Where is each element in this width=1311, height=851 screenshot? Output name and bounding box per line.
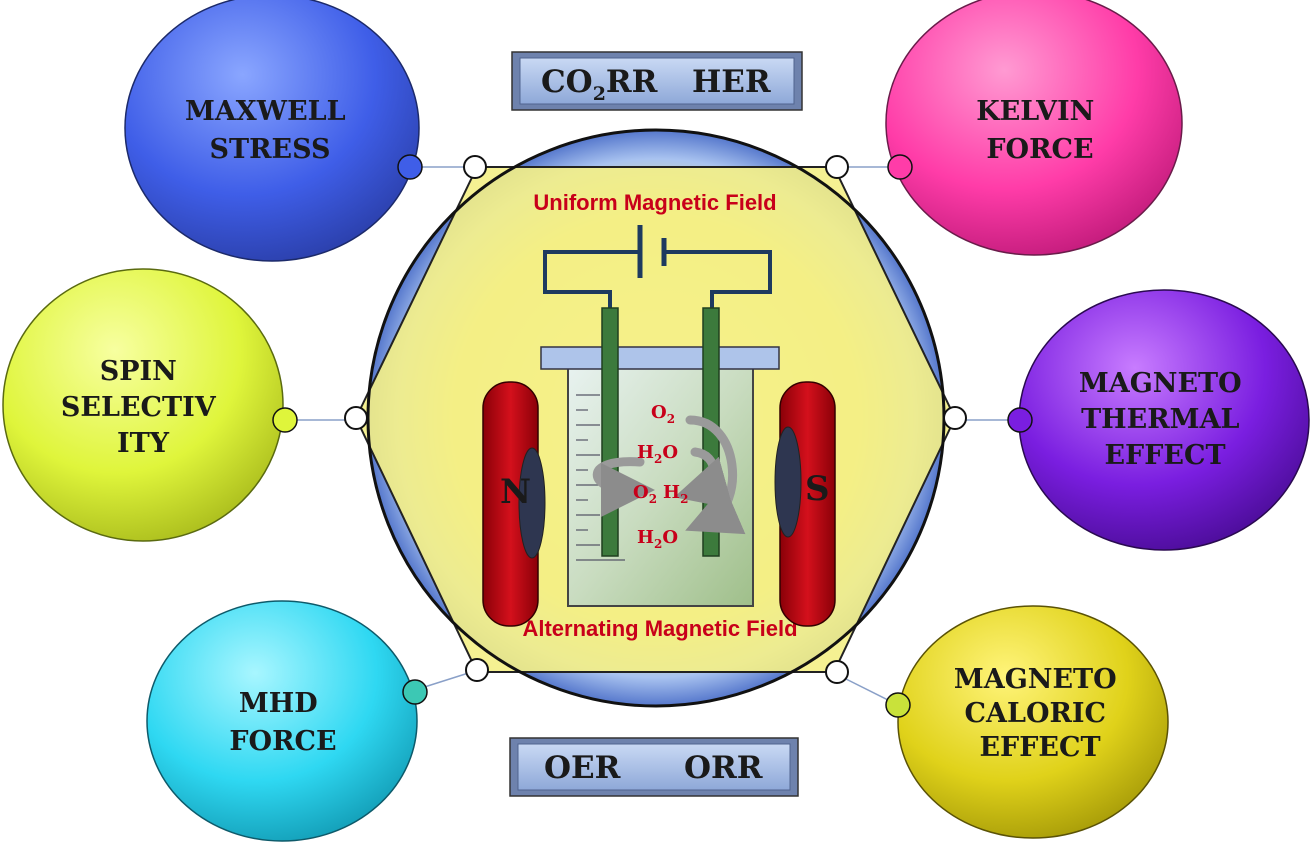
effect-spin-selectivity: SPIN SELECTIV ITY — [2, 268, 298, 542]
thermal-line-1: MAGNETO — [1079, 368, 1242, 399]
mhd-line-2: FORCE — [229, 726, 336, 757]
caloric-connector-dot — [885, 692, 911, 718]
spin-line-3: ITY — [117, 428, 170, 459]
caloric-line-3: EFFECT — [979, 732, 1100, 763]
uniform-field-label: Uniform Magnetic Field — [533, 190, 776, 215]
effect-kelvin-force: KELVIN FORCE — [885, 0, 1183, 256]
species-o2-top: O2 — [651, 402, 675, 426]
thermal-connector-dot — [1007, 407, 1033, 433]
maxwell-line-2: STRESS — [209, 134, 330, 165]
top-box-text-her: HER — [692, 64, 771, 100]
effect-mhd-force: MHD FORCE — [146, 600, 428, 842]
maxwell-connector-dot — [397, 154, 423, 180]
thermal-line-2: THERMAL — [1081, 404, 1239, 435]
alternating-field-label: Alternating Magnetic Field — [522, 616, 797, 641]
magnet-south: S — [774, 381, 836, 627]
svg-text:MAGNETO THERMAL EF: MAGNETO THERMAL EFFECT — [1079, 368, 1251, 471]
magnet-s-label: S — [805, 469, 830, 509]
reaction-arrows — [592, 415, 746, 535]
mhd-line-1: MHD — [239, 688, 318, 719]
top-reaction-box: CO2RR HER — [511, 51, 803, 111]
svg-text:MAXWELL STRESS: MAXWELL STRESS — [185, 96, 355, 165]
spin-line-2: SELECTIV — [61, 392, 217, 423]
svg-text:KELVIN FORCE: KELVIN FORCE — [976, 96, 1104, 165]
species-h2o-lower: H2O — [637, 527, 678, 551]
bottom-box-text-orr: ORR — [684, 750, 763, 786]
spin-line-1: SPIN — [100, 356, 177, 387]
thermal-line-3: EFFECT — [1104, 440, 1225, 471]
magnet-n-label: N — [500, 472, 531, 512]
effect-maxwell-stress: MAXWELL STRESS — [124, 0, 423, 262]
svg-text:MAGNETO CALORIC EF: MAGNETO CALORIC EFFECT — [954, 664, 1126, 763]
hexagon-vertex-dots — [344, 155, 967, 684]
magnet-north: N — [482, 381, 546, 627]
mhd-connector-dot — [402, 679, 428, 705]
bottom-reaction-box: OER ORR — [509, 737, 799, 797]
svg-text:MHD FORCE: MHD FORCE — [229, 688, 336, 757]
maxwell-line-1: MAXWELL — [185, 96, 346, 127]
caloric-line-2: CALORIC — [965, 698, 1107, 729]
kelvin-connector-dot — [887, 154, 913, 180]
top-box-text-co2rr: CO2RR — [541, 64, 658, 105]
circuit-wire — [543, 225, 772, 310]
svg-text:SPIN SELECTIV ITY: SPIN SELECTIV ITY — [61, 356, 225, 459]
kelvin-line-2: FORCE — [986, 134, 1093, 165]
spin-connector-dot — [272, 407, 298, 433]
effect-magneto-thermal: MAGNETO THERMAL EFFECT — [1007, 289, 1310, 551]
beaker — [540, 346, 780, 607]
caloric-line-1: MAGNETO — [954, 664, 1117, 695]
kelvin-line-1: KELVIN — [976, 96, 1094, 127]
bottom-box-text-oer: OER — [544, 750, 621, 786]
effect-magneto-caloric: MAGNETO CALORIC EFFECT — [885, 605, 1169, 839]
species-h2o-upper: H2O — [637, 442, 678, 466]
